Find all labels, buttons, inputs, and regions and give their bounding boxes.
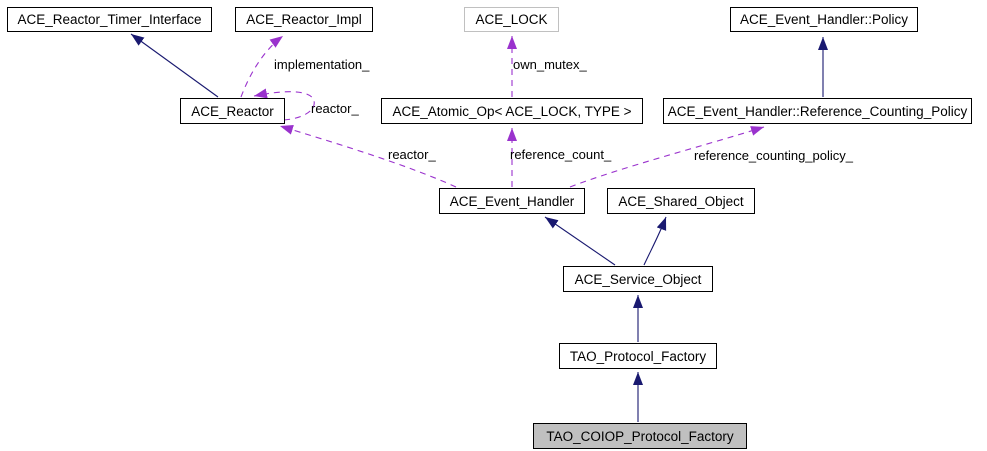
- node-ace-reactor[interactable]: ACE_Reactor: [180, 98, 285, 124]
- edge-inherit-serviceobject-to-eventhandler: [544, 216, 616, 266]
- edge-label-own-mutex: own_mutex_: [513, 57, 587, 72]
- node-ace-service-object[interactable]: ACE_Service_Object: [563, 266, 713, 292]
- edge-label-reactor: reactor_: [388, 147, 436, 162]
- edge-usage-reference-counting-policy: [569, 126, 765, 188]
- node-ace-reactor-timer-interface[interactable]: ACE_Reactor_Timer_Interface: [7, 7, 212, 32]
- node-ace-shared-object[interactable]: ACE_Shared_Object: [607, 188, 755, 214]
- edge-label-reference-count: reference_count_: [510, 147, 612, 162]
- node-ace-event-handler-policy[interactable]: ACE_Event_Handler::Policy: [730, 7, 918, 32]
- node-tao-protocol-factory[interactable]: TAO_Protocol_Factory: [559, 343, 717, 369]
- edge-inherit-serviceobject-to-sharedobject: [643, 216, 667, 266]
- node-ace-event-handler-reference-counting-policy[interactable]: ACE_Event_Handler::Reference_Counting_Po…: [663, 98, 972, 124]
- edge-label-reference-counting-policy: reference_counting_policy_: [694, 148, 853, 163]
- edge-inherit-reactor-to-timer-interface: [130, 33, 219, 98]
- node-ace-lock[interactable]: ACE_LOCK: [464, 7, 559, 32]
- node-ace-atomic-op[interactable]: ACE_Atomic_Op< ACE_LOCK, TYPE >: [381, 98, 643, 124]
- edge-usage-reactor-from-eventhandler: [279, 125, 457, 188]
- node-ace-reactor-impl[interactable]: ACE_Reactor_Impl: [235, 7, 373, 32]
- edge-usage-implementation: [240, 35, 284, 98]
- node-tao-coiop-protocol-factory: TAO_COIOP_Protocol_Factory: [533, 423, 747, 449]
- edge-label-reactor-self: reactor_: [311, 101, 359, 116]
- edge-label-implementation: implementation_: [274, 57, 370, 72]
- node-ace-event-handler[interactable]: ACE_Event_Handler: [439, 188, 585, 214]
